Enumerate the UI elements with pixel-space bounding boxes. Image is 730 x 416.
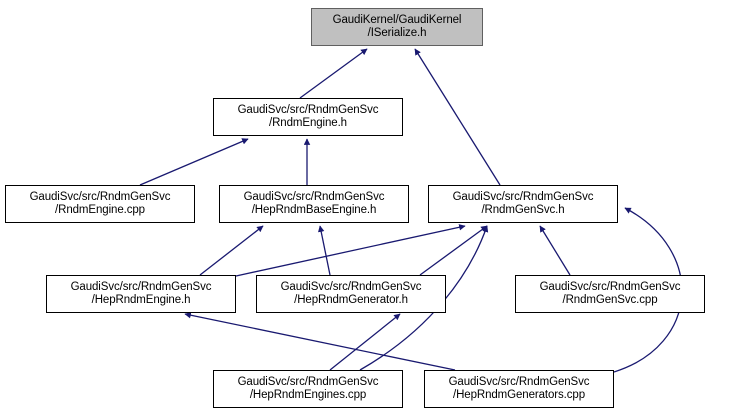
graph-edge-hepengine_h-to-hepbaseengine_h [199, 225, 264, 276]
graph-node-label: GaudiSvc/src/RndmGenSvc /RndmEngine.cpp [29, 190, 171, 217]
graph-edge-rndmengine_h-to-iserialize [299, 48, 368, 99]
graph-edge-hepengines_cpp-to-hepgenerator_h [329, 313, 401, 371]
graph-node-hepengines_cpp[interactable]: GaudiSvc/src/RndmGenSvc /HepRndmEngines.… [213, 370, 403, 408]
graph-node-rndmgensvc_cpp[interactable]: GaudiSvc/src/RndmGenSvc /RndmGenSvc.cpp [515, 275, 705, 313]
graph-edge-hepgenerator_h-to-hepbaseengine_h [317, 225, 331, 276]
graph-node-rndmengine_cpp[interactable]: GaudiSvc/src/RndmGenSvc /RndmEngine.cpp [5, 185, 195, 223]
graph-node-iserialize[interactable]: GaudiKernel/GaudiKernel /ISerialize.h [311, 8, 483, 46]
graph-node-label: GaudiSvc/src/RndmGenSvc /RndmGenSvc.h [452, 190, 594, 217]
graph-node-label: GaudiSvc/src/RndmGenSvc /HepRndmGenerato… [280, 280, 422, 307]
graph-node-rndmengine_h[interactable]: GaudiSvc/src/RndmGenSvc /RndmEngine.h [213, 98, 403, 136]
graph-edge-hepengine_h-to-rndmgensvc_h [235, 224, 466, 277]
graph-node-label: GaudiSvc/src/RndmGenSvc /HepRndmBaseEngi… [243, 190, 385, 217]
graph-node-hepengine_h[interactable]: GaudiSvc/src/RndmGenSvc /HepRndmEngine.h [46, 275, 236, 313]
graph-node-rndmgensvc_h[interactable]: GaudiSvc/src/RndmGenSvc /RndmGenSvc.h [428, 185, 618, 223]
graph-edge-hepgenerator_h-to-rndmgensvc_h [419, 225, 488, 276]
graph-node-label: GaudiSvc/src/RndmGenSvc /HepRndmEngines.… [237, 375, 379, 402]
graph-node-hepbaseengine_h[interactable]: GaudiSvc/src/RndmGenSvc /HepRndmBaseEngi… [219, 185, 409, 223]
graph-node-hepgenerator_h[interactable]: GaudiSvc/src/RndmGenSvc /HepRndmGenerato… [256, 275, 446, 313]
graph-edge-rndmgensvc_cpp-to-rndmgensvc_h [539, 225, 571, 276]
graph-node-label: GaudiSvc/src/RndmGenSvc /RndmEngine.h [237, 103, 379, 130]
graph-node-hepgenerators_cpp[interactable]: GaudiSvc/src/RndmGenSvc /HepRndmGenerato… [424, 370, 614, 408]
graph-node-label: GaudiSvc/src/RndmGenSvc /RndmGenSvc.cpp [539, 280, 681, 307]
graph-node-label: GaudiSvc/src/RndmGenSvc /HepRndmGenerato… [448, 375, 590, 402]
graph-node-label: GaudiKernel/GaudiKernel /ISerialize.h [332, 13, 462, 40]
graph-edge-rndmgensvc_h-to-iserialize [414, 48, 501, 186]
graph-edge-rndmengine_cpp-to-rndmengine_h [139, 138, 249, 186]
graph-node-label: GaudiSvc/src/RndmGenSvc /HepRndmEngine.h [70, 280, 212, 307]
graph-edge-hepgenerators_cpp-to-hepengine_h [184, 312, 456, 371]
